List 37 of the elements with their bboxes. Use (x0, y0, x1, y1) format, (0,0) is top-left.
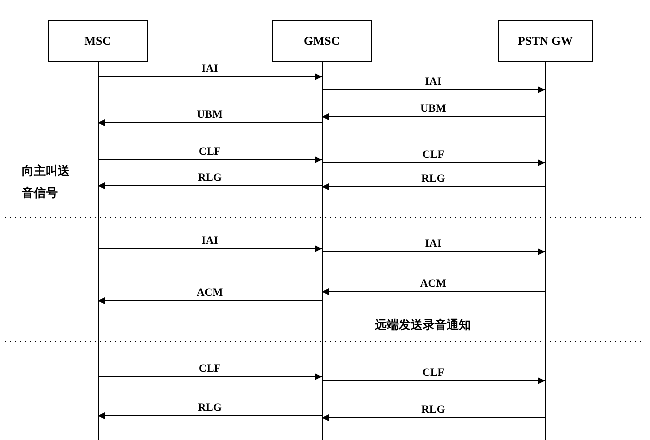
message-arrow (322, 378, 546, 384)
message-label: RLG (198, 402, 222, 414)
message-label: UBM (197, 109, 223, 121)
message-arrow (322, 114, 546, 120)
message-label: IAI (202, 235, 218, 247)
message-label: IAI (425, 238, 442, 250)
message-label: CLF (199, 363, 221, 375)
participant-name: PSTN GW (518, 34, 573, 48)
message-label: ACM (420, 278, 447, 290)
participant-name: GMSC (304, 34, 340, 48)
participant-name: MSC (84, 34, 112, 48)
message-arrow (322, 86, 546, 94)
message-label: IAI (425, 76, 442, 88)
message-label: CLF (199, 146, 221, 158)
note-text: 远端发送录音通知 (375, 317, 472, 334)
message-arrow (98, 246, 322, 252)
message-label: RLG (422, 173, 446, 185)
message-arrow (98, 412, 322, 420)
message-arrow (98, 182, 322, 190)
message-label: UBM (420, 103, 446, 115)
message-label: ACM (196, 287, 224, 299)
message-label: RLG (198, 172, 222, 184)
message-arrow (98, 74, 322, 80)
message-label: IAI (202, 63, 218, 75)
message-arrow (98, 120, 322, 126)
message-label: CLF (422, 367, 444, 379)
message-label: RLG (422, 404, 446, 416)
message-arrow (322, 414, 546, 422)
message-label: CLF (422, 149, 444, 161)
message-arrow (98, 156, 322, 164)
message-arrow (322, 184, 546, 190)
message-arrow (322, 248, 546, 256)
note-text: 向主叫送音信号 (22, 163, 71, 202)
message-arrow (98, 374, 322, 380)
message-arrow (322, 160, 546, 166)
message-arrow (98, 298, 322, 304)
message-arrow (322, 288, 546, 296)
